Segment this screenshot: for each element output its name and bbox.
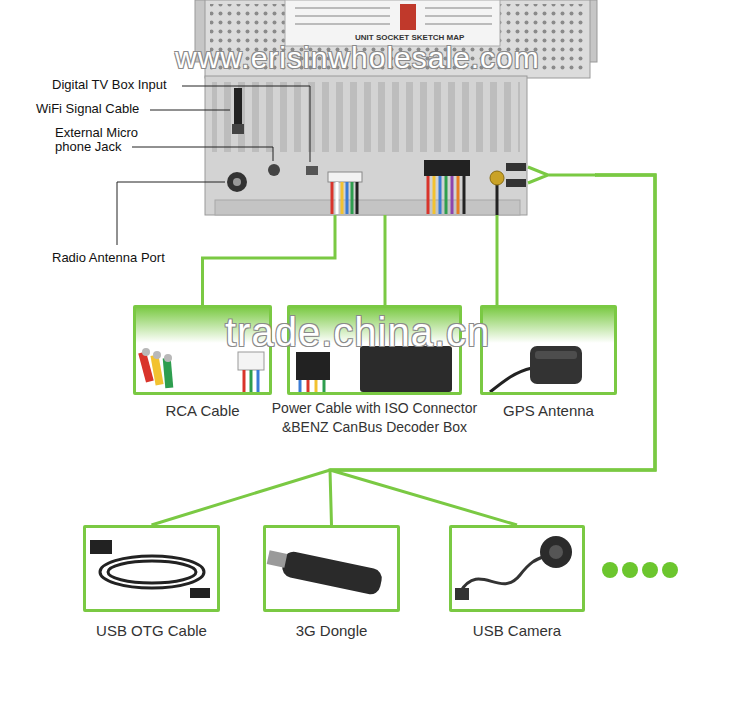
gps-port	[490, 171, 504, 185]
port-label: External Micro phone Jack	[55, 126, 155, 154]
wifi-cable	[234, 88, 242, 126]
accessory-label: 3G Dongle	[262, 621, 402, 641]
rca-plug	[163, 358, 174, 389]
port-label: WiFi Signal Cable	[36, 102, 139, 116]
accessory-label: RCA Cable	[128, 401, 278, 421]
rca-connector	[328, 172, 362, 182]
head-unit: UNIT SOCKET SKETCH MAP	[205, 0, 595, 215]
box-band	[482, 307, 615, 343]
tv-box-port	[306, 166, 318, 175]
usb-plug	[455, 588, 469, 600]
more-dot	[622, 562, 638, 578]
wire	[336, 182, 339, 214]
leader-line	[117, 182, 225, 245]
fin-grid	[212, 82, 520, 152]
connector	[496, 215, 499, 305]
camera-body	[540, 536, 572, 568]
usb-port	[506, 163, 526, 171]
dongle	[280, 550, 383, 596]
wire	[299, 380, 302, 392]
leader-line	[132, 147, 273, 161]
wire	[427, 176, 430, 214]
accessory-label: USB OTG Cable	[82, 621, 222, 641]
leader-line	[182, 86, 310, 162]
wire	[257, 370, 260, 392]
cable-coil	[108, 561, 196, 583]
accessory-box: GPS Antenna	[480, 305, 617, 395]
wire	[356, 182, 359, 214]
wire	[250, 370, 253, 392]
connector	[384, 215, 387, 305]
wire	[315, 380, 318, 392]
sticker-line	[295, 23, 390, 25]
gps-puck	[530, 346, 582, 384]
wire	[323, 380, 326, 392]
accessory-box: USB OTG Cable	[83, 525, 220, 612]
accessory-label: GPS Antenna	[479, 401, 619, 421]
camera-lens	[549, 545, 563, 559]
connector	[152, 175, 656, 525]
usb-bracket	[528, 167, 596, 183]
wire	[463, 176, 466, 214]
rca-plug	[150, 355, 163, 386]
wire	[307, 380, 310, 392]
rca-tip	[164, 354, 172, 362]
antenna-port	[227, 172, 247, 192]
cable-coil	[100, 556, 204, 588]
accessory-label: USB Camera	[447, 621, 587, 641]
accessory-box: USB Camera	[449, 525, 585, 612]
antenna-port-core	[233, 178, 241, 186]
usb-plug	[190, 588, 210, 598]
usb-plug	[90, 540, 112, 554]
chassis-back	[205, 76, 527, 215]
accessory-label: Power Cable with ISO Connector &BENZ Can…	[259, 399, 491, 437]
rca-tip	[153, 351, 161, 359]
wire	[331, 182, 334, 214]
dongle-plug	[267, 550, 288, 567]
accessory-box: 3G Dongle	[263, 525, 400, 612]
wire	[451, 176, 454, 214]
sticker-line	[425, 15, 492, 17]
leader-line	[150, 110, 230, 111]
port-label: Digital TV Box Input	[52, 78, 167, 92]
wire	[243, 370, 246, 392]
wifi-plug	[232, 124, 244, 134]
wire	[351, 182, 354, 214]
rca-socket	[238, 352, 264, 370]
usb-port	[506, 179, 526, 187]
mic-jack	[268, 164, 280, 176]
iso-connector	[424, 160, 470, 176]
chassis-lip	[215, 200, 520, 215]
gps-puck-top	[535, 351, 577, 359]
wire	[433, 176, 436, 214]
sticker-line	[295, 15, 390, 17]
sticker-line	[425, 23, 492, 25]
wire	[457, 176, 460, 214]
gps-cable	[490, 368, 532, 392]
watermark: www.erisinwholesale.com	[175, 42, 540, 73]
more-dot	[662, 562, 678, 578]
rca-tip	[142, 348, 150, 356]
wire	[439, 176, 442, 214]
gps-wire	[496, 184, 499, 215]
wire	[346, 182, 349, 214]
sticker-line	[425, 7, 492, 9]
wire	[445, 176, 448, 214]
wire	[341, 182, 344, 214]
sticker-line	[295, 7, 390, 9]
connector	[203, 215, 336, 305]
more-dot	[602, 562, 618, 578]
watermark: trade.china.cn	[225, 312, 490, 353]
iso-plug	[296, 352, 330, 380]
sticker-mark	[400, 4, 416, 30]
more-dot	[642, 562, 658, 578]
camera-cable	[460, 556, 545, 592]
port-label: Radio Antenna Port	[52, 251, 165, 265]
sticker	[285, 0, 500, 46]
